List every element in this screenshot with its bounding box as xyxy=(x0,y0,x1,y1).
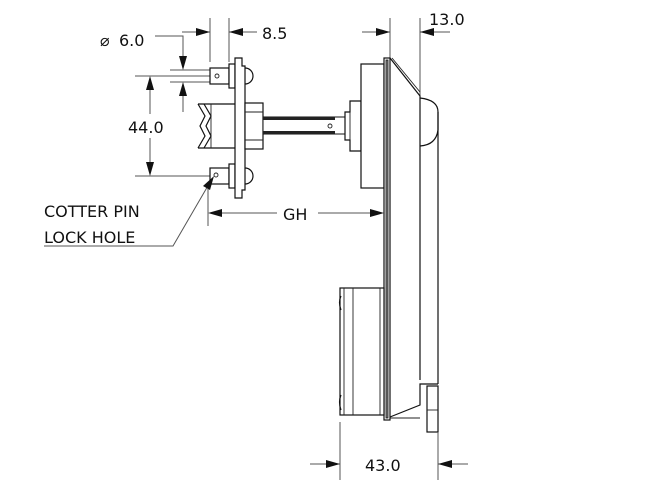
gap-arrow-left xyxy=(208,209,222,217)
front-cover xyxy=(389,57,439,384)
cover-bump xyxy=(419,97,439,147)
actuator-notch-bottom xyxy=(338,394,342,411)
bottom-tab xyxy=(389,383,439,433)
projection-arrow-left xyxy=(376,28,390,36)
rod-thread-top xyxy=(263,117,335,120)
hex-nut xyxy=(244,102,264,150)
actuator-body xyxy=(339,287,385,416)
diameter-symbol: ⌀ xyxy=(100,31,110,50)
diameter-leader-top xyxy=(155,35,184,62)
offset-value: 8.5 xyxy=(262,24,287,43)
diameter-arrow-top xyxy=(179,56,187,70)
mounting-bracket xyxy=(234,57,246,199)
diameter-value: 6.0 xyxy=(119,31,144,50)
spacing-arrow-top xyxy=(146,76,154,90)
rod-thread-bottom xyxy=(263,131,335,134)
cotter-arrow xyxy=(203,176,214,190)
cotter-leader xyxy=(44,183,210,247)
top-pin-head xyxy=(244,67,254,85)
projection-value: 13.0 xyxy=(429,10,465,29)
rod-hole xyxy=(327,123,333,129)
depth-arrow-right xyxy=(438,460,452,468)
dimension-gap: GH xyxy=(207,185,384,226)
shaft-break-2 xyxy=(203,103,212,149)
dimension-depth: 43.0 xyxy=(310,422,468,480)
spacing-value: 44.0 xyxy=(128,118,164,137)
cotter-label-line2: LOCK HOLE xyxy=(44,228,135,247)
dimension-pin-spacing: 44.0 xyxy=(128,75,212,177)
bottom-bevel xyxy=(389,383,438,418)
bottom-pin-collar xyxy=(228,163,236,189)
shaft-break-1 xyxy=(197,103,206,149)
plate-core xyxy=(385,59,389,419)
depth-value: 43.0 xyxy=(365,456,401,475)
lower-actuator xyxy=(338,287,385,416)
projection-arrow-right xyxy=(420,28,434,36)
top-pin xyxy=(209,63,254,89)
coupler-body xyxy=(344,100,362,152)
cover-bevel-inner xyxy=(391,57,421,93)
rod-coupler xyxy=(344,100,362,152)
tab-body xyxy=(426,385,439,433)
gap-arrow-right xyxy=(370,209,384,217)
cover-bevel xyxy=(389,57,421,380)
dimension-diameter: ⌀ 6.0 xyxy=(100,31,212,112)
gap-value: GH xyxy=(283,205,307,224)
offset-arrow-right xyxy=(229,28,243,36)
cotter-label-line1: COTTER PIN xyxy=(44,202,140,221)
bottom-pin xyxy=(209,163,254,189)
dimension-pin-offset: 8.5 xyxy=(182,18,287,62)
dimension-top-projection: 13.0 xyxy=(362,10,465,98)
offset-arrow-left xyxy=(196,28,210,36)
depth-arrow-left xyxy=(326,460,340,468)
upper-housing xyxy=(360,63,385,189)
threaded-rod xyxy=(262,116,346,135)
diameter-arrow-bottom xyxy=(179,82,187,96)
spacing-arrow-bottom xyxy=(146,162,154,176)
cotter-pin-hole xyxy=(213,172,219,178)
bottom-pin-body xyxy=(209,167,230,185)
actuator-notch-top xyxy=(338,295,342,311)
top-pin-hole xyxy=(214,73,220,79)
bottom-pin-head xyxy=(244,167,254,185)
top-pin-collar xyxy=(228,63,236,89)
nut-body xyxy=(244,102,264,150)
top-pin-body xyxy=(209,67,230,85)
cotter-callout: COTTER PIN LOCK HOLE xyxy=(44,176,214,247)
